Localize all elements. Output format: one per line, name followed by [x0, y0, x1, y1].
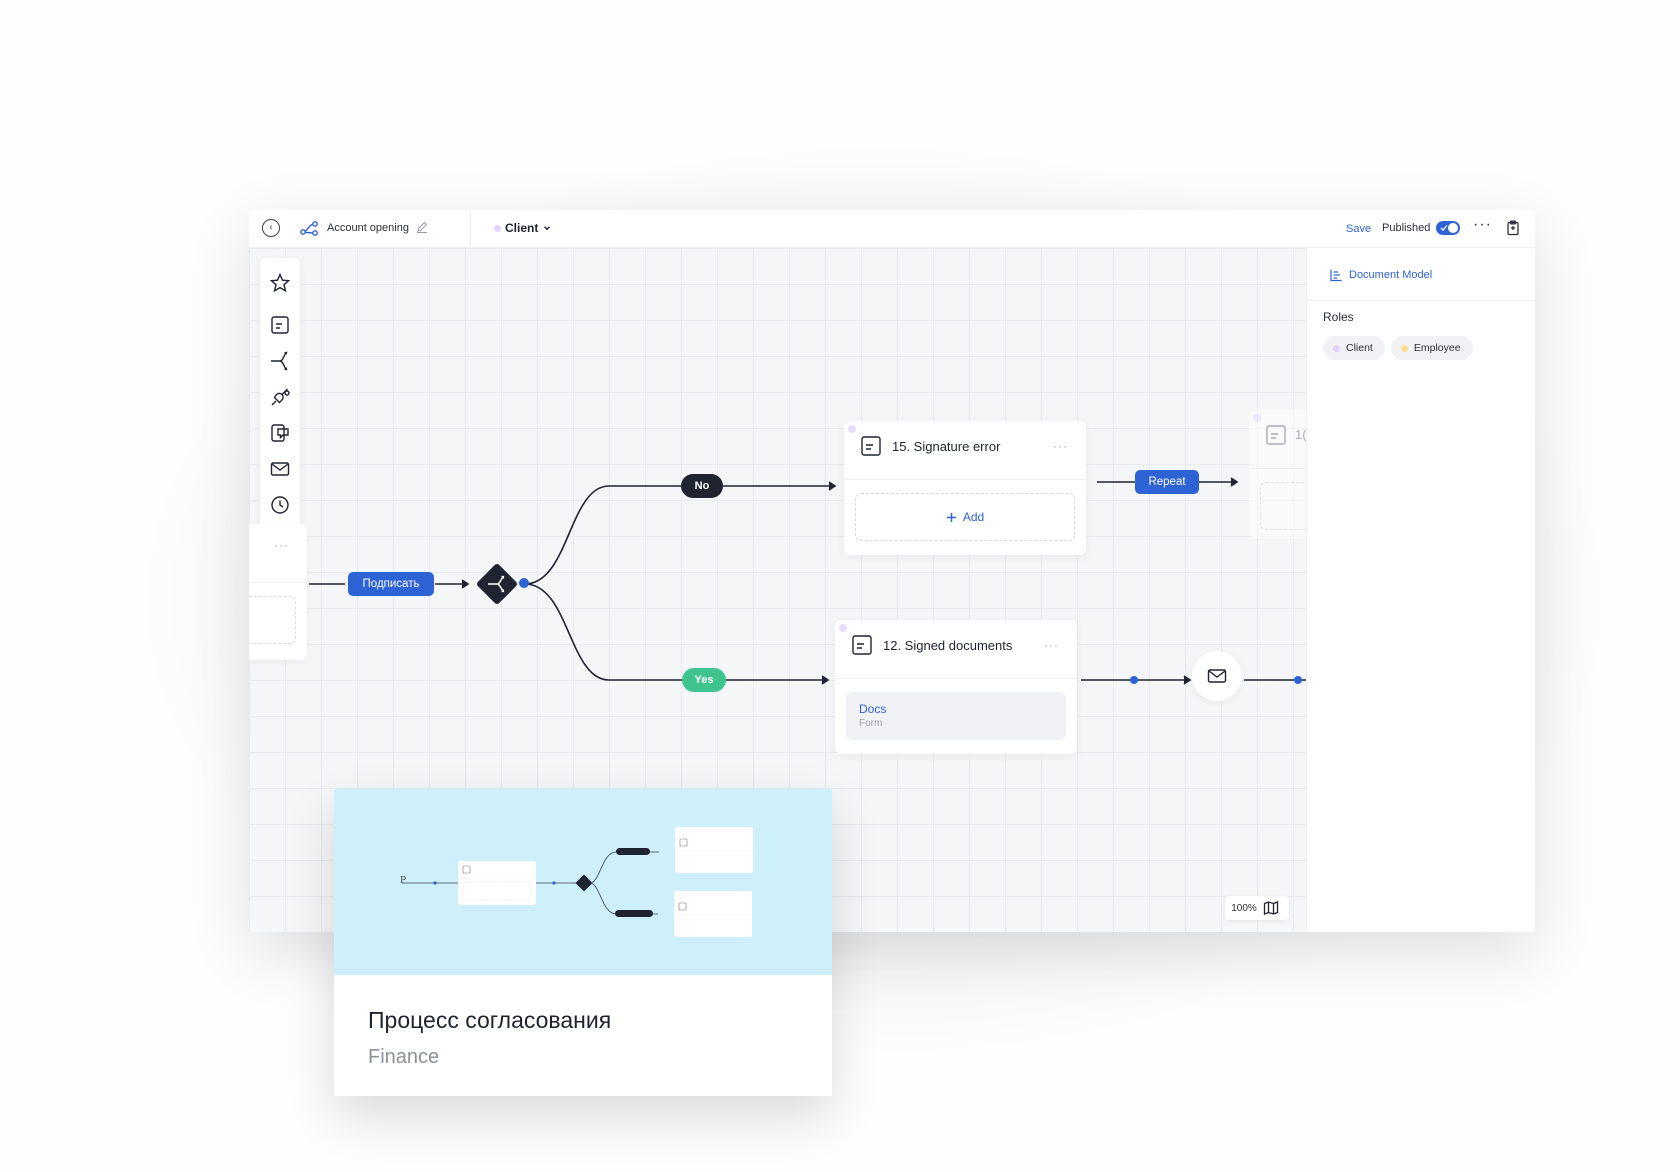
form-icon: [852, 635, 872, 655]
svg-text:P: P: [400, 876, 406, 886]
star-icon[interactable]: [269, 272, 291, 294]
step-card-signed-documents[interactable]: 12. Signed documents ··· Docs Form: [835, 620, 1077, 754]
plug-icon[interactable]: [269, 386, 291, 408]
plus-icon: [946, 512, 956, 522]
mail-icon[interactable]: [269, 458, 291, 480]
more-icon[interactable]: ···: [1473, 216, 1492, 233]
document-model-label: Document Model: [1349, 269, 1433, 281]
role-dot: [1253, 414, 1261, 422]
roles-title: Roles: [1323, 310, 1354, 324]
flow-icon: [300, 221, 318, 236]
add-label: Add: [962, 510, 985, 524]
template-title: Процесс согласования: [368, 1007, 612, 1033]
preview-diagram: P: [400, 827, 753, 937]
card-divider: [835, 678, 1077, 679]
flow-canvas[interactable]: ··· Подписать No Yes 15. Signature error…: [249, 248, 1306, 932]
clock-icon[interactable]: [269, 494, 291, 516]
more-icon[interactable]: ···: [274, 538, 289, 552]
template-category: Finance: [368, 1046, 440, 1068]
role-selector[interactable]: Client: [494, 221, 552, 235]
gateway-icon[interactable]: [471, 558, 523, 610]
step-title: 15. Signature error: [892, 439, 1001, 454]
role-chips: Client Employee: [1323, 336, 1473, 360]
clipboard-icon[interactable]: [1505, 220, 1521, 236]
step-card-signature-error[interactable]: 15. Signature error ··· Add: [844, 421, 1086, 555]
branch-yes-label[interactable]: Yes: [682, 668, 726, 692]
step-title: 1(: [1295, 427, 1306, 442]
connectors: [309, 477, 1306, 685]
published-label: Published: [1382, 222, 1431, 234]
toggle-knob: [1448, 223, 1458, 233]
sign-transition[interactable]: Подписать: [348, 572, 434, 596]
split-icon[interactable]: [269, 350, 291, 372]
role-name: Employee: [1413, 342, 1461, 354]
step-card-faded[interactable]: 1(: [1249, 410, 1306, 538]
role-chip-employee[interactable]: Employee: [1390, 336, 1473, 360]
map-icon[interactable]: [1263, 900, 1279, 916]
add-slot[interactable]: [1260, 482, 1306, 530]
document-model-icon: [1330, 269, 1342, 282]
form-title: Docs: [859, 702, 887, 716]
zoom-level[interactable]: 100%: [1231, 902, 1257, 914]
card-divider: [844, 479, 1086, 480]
mail-node[interactable]: [1192, 651, 1242, 701]
mail-icon: [1207, 669, 1227, 683]
top-bar: ‹ Account opening Client Save Published …: [249, 210, 1535, 248]
card-divider: [249, 582, 307, 583]
branch-no-label[interactable]: No: [681, 474, 723, 498]
repeat-transition[interactable]: Repeat: [1135, 470, 1199, 494]
chevron-down-icon: [544, 226, 551, 231]
role-dot: [839, 624, 847, 632]
properties-panel: Document Model Roles Client Employee: [1306, 248, 1535, 932]
role-chip-client[interactable]: Client: [1323, 336, 1385, 360]
more-icon[interactable]: ···: [1044, 638, 1059, 652]
step-title: 12. Signed documents: [883, 638, 1013, 653]
header-divider: [470, 210, 471, 248]
save-button[interactable]: Save: [1346, 223, 1372, 235]
panel-divider: [1307, 300, 1535, 301]
role-dot: [1400, 344, 1408, 352]
back-icon[interactable]: ‹: [262, 219, 280, 237]
role-dot: [1333, 344, 1340, 352]
form-icon: [861, 436, 881, 456]
zoom-control: 100%: [1225, 896, 1289, 920]
editor-window: ‹ Account opening Client Save Published …: [249, 210, 1535, 932]
chat-icon[interactable]: [269, 422, 291, 444]
role-selector-label: Client: [505, 221, 539, 235]
form-icon: [1266, 425, 1286, 445]
partial-step-card[interactable]: ···: [249, 524, 307, 660]
form-type: Form: [859, 718, 883, 729]
role-dot: [494, 224, 501, 232]
template-card[interactable]: P Процесс согласования Finance: [334, 789, 832, 1096]
card-divider: [1249, 468, 1306, 469]
form-item[interactable]: Docs Form: [846, 692, 1066, 740]
document-model-link[interactable]: Document Model: [1329, 268, 1432, 282]
published-toggle[interactable]: [1436, 221, 1460, 235]
process-title: Account opening: [327, 222, 409, 234]
role-name: Client: [1346, 342, 1373, 354]
tool-palette: [260, 258, 300, 528]
add-slot[interactable]: [249, 596, 296, 644]
edit-icon[interactable]: [415, 220, 429, 234]
form-icon[interactable]: [269, 314, 291, 336]
template-preview: P: [334, 789, 832, 975]
more-icon[interactable]: ···: [1053, 439, 1068, 453]
add-form-button[interactable]: Add: [855, 493, 1075, 541]
role-dot: [848, 425, 856, 433]
check-icon: [1440, 225, 1448, 231]
